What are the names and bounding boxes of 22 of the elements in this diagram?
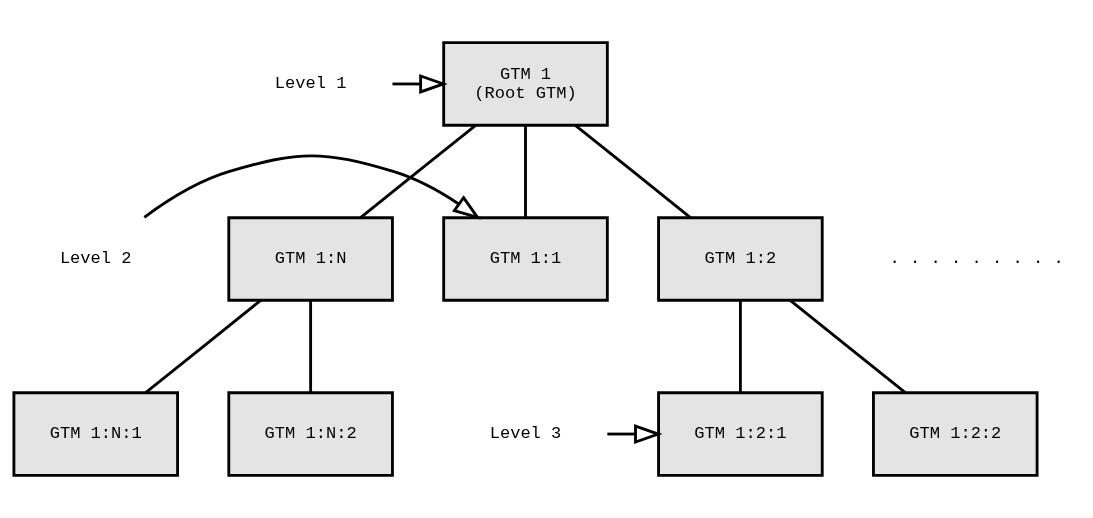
node-text: Level 1 bbox=[274, 74, 347, 94]
node-box: GTM 1:2:2 bbox=[872, 391, 1039, 477]
connector bbox=[574, 124, 692, 219]
arrow bbox=[143, 154, 482, 220]
node-box: GTM 1:2 bbox=[657, 216, 824, 302]
connector bbox=[144, 299, 262, 394]
node-text: Level 2 bbox=[59, 249, 132, 269]
node-box: GTM 1:N bbox=[227, 216, 394, 302]
arrow bbox=[392, 74, 448, 94]
node-text: Level 3 bbox=[489, 424, 562, 444]
node-box: GTM 1:N:2 bbox=[227, 391, 394, 477]
node-box: GTM 1:1 bbox=[442, 216, 609, 302]
connector bbox=[524, 125, 527, 218]
node-box: GTM 1 (Root GTM) bbox=[442, 41, 609, 127]
node-box: GTM 1:2:1 bbox=[657, 391, 824, 477]
connector bbox=[738, 300, 742, 393]
arrow bbox=[607, 424, 663, 444]
label: . . . . . . . . . bbox=[889, 249, 1064, 269]
connector bbox=[359, 124, 477, 219]
connector bbox=[789, 299, 907, 394]
node-box: GTM 1:N:1 bbox=[12, 391, 179, 477]
connector bbox=[309, 300, 313, 393]
